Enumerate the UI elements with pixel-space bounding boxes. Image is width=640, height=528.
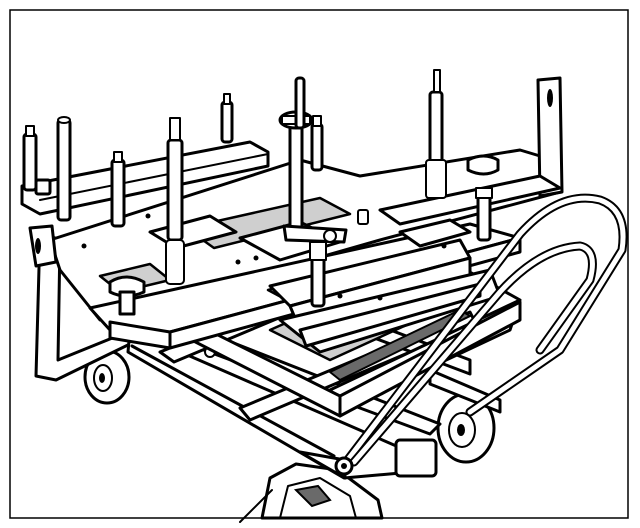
locating-pin — [22, 125, 38, 192]
locating-pin — [294, 76, 306, 130]
left-caster-wheel — [83, 349, 131, 405]
clamp-knob — [466, 154, 500, 176]
locating-pin — [425, 69, 447, 199]
locating-pin — [220, 93, 234, 144]
locating-pin — [309, 241, 327, 308]
clamp-knob — [108, 275, 146, 316]
locating-pin — [110, 151, 126, 228]
push-handle — [334, 193, 628, 476]
locating-pin — [34, 178, 52, 196]
locating-pins — [22, 69, 493, 308]
clamp-knobs — [108, 154, 500, 316]
locating-pin — [165, 117, 185, 285]
clamp-knob — [282, 209, 369, 244]
locating-pin — [56, 116, 72, 222]
locating-pin — [475, 187, 493, 242]
locating-pin — [310, 115, 324, 172]
